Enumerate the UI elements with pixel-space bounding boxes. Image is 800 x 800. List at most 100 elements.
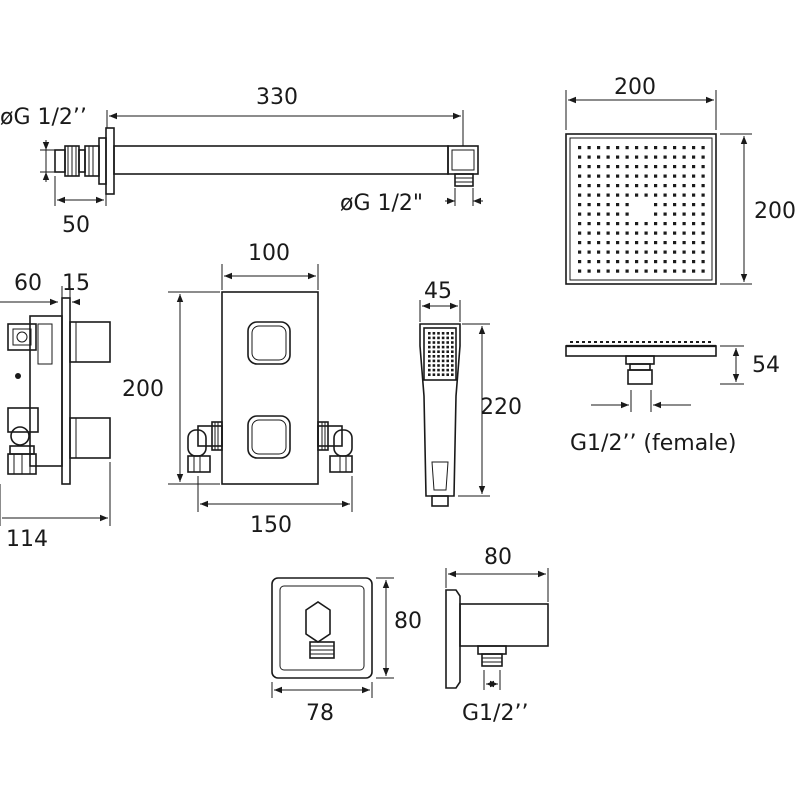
nozzle-dot: [606, 269, 610, 273]
nozzle-dot: [616, 193, 620, 197]
nozzle-dot: [597, 184, 601, 188]
nozzle-dot: [578, 165, 582, 169]
nozzle-dot: [673, 203, 677, 207]
nozzle-dot: [587, 222, 591, 226]
handset-nozzle-dot: [432, 336, 436, 340]
nozzle-dot: [673, 146, 677, 150]
nozzle-dot: [578, 241, 582, 245]
nozzle-dot: [635, 165, 639, 169]
valve-side-view: [0, 286, 111, 526]
handset-nozzle-dot: [428, 364, 431, 367]
nozzle-dot: [663, 155, 667, 159]
nozzle-dot: [682, 193, 686, 197]
nozzle-dot: [682, 212, 686, 216]
nozzle-dot: [578, 155, 582, 159]
shower-arm: [40, 110, 483, 206]
nozzle-dot: [654, 146, 658, 150]
arm-flange-depth-label: 50: [62, 213, 90, 238]
nozzle-dot: [692, 231, 696, 235]
nozzle-dot: [654, 231, 658, 235]
nozzle-dot: [597, 260, 601, 264]
nozzle-dot: [701, 155, 705, 159]
handset-nozzle-dot: [441, 359, 445, 363]
nozzle-dot: [587, 174, 591, 178]
nozzle-dot: [682, 146, 686, 150]
nozzle-dot: [606, 241, 610, 245]
nozzle-dot: [644, 146, 648, 150]
handset-nozzle-dot: [441, 364, 445, 367]
nozzle-dot: [625, 184, 629, 188]
nozzle-dot: [625, 146, 629, 150]
nozzle-dot: [654, 165, 658, 169]
nozzle-dot: [644, 165, 648, 169]
handset-nozzle-dot: [437, 359, 440, 363]
nozzle-dot: [692, 212, 696, 216]
nozzle-dot: [597, 212, 601, 216]
nozzle-dot: [682, 165, 686, 169]
nozzle-dot: [644, 222, 648, 226]
handset-nozzle-dot: [437, 368, 440, 372]
shower-head-side: [565, 341, 744, 412]
nozzle-dot: [692, 222, 696, 226]
nozzle-dot: [673, 212, 677, 216]
nozzle-dot: [701, 241, 705, 245]
handset-nozzle-dot: [451, 359, 454, 363]
nozzle-dot: [587, 155, 591, 159]
handset-nozzle-dot: [441, 332, 445, 335]
handset-nozzle-dot: [441, 368, 445, 372]
nozzle-dot: [606, 203, 610, 207]
nozzle-dot: [644, 241, 648, 245]
nozzle-dot: [654, 155, 658, 159]
nozzle-dot: [578, 193, 582, 197]
handset-nozzle-dot: [441, 345, 445, 349]
nozzle-dot: [625, 260, 629, 264]
nozzle-dot: [625, 250, 629, 254]
handset-nozzle-dot: [428, 373, 431, 376]
nozzle-dot: [625, 174, 629, 178]
handset: [419, 300, 490, 507]
handset-nozzle-dot: [446, 341, 449, 344]
handset-nozzle-dot: [441, 355, 445, 358]
nozzle-dot: [654, 212, 658, 216]
nozzle-dot: [625, 212, 629, 216]
nozzle-dot: [587, 260, 591, 264]
nozzle-dot: [625, 155, 629, 159]
nozzle-dot: [625, 241, 629, 245]
nozzle-dot: [616, 155, 620, 159]
nozzle-dot: [701, 269, 705, 273]
nozzle-dot: [682, 231, 686, 235]
nozzle-dot: [692, 193, 696, 197]
nozzle-dot: [692, 203, 696, 207]
nozzle-dot: [663, 203, 667, 207]
handset-nozzle-dot: [437, 373, 440, 376]
nozzle-dot: [597, 269, 601, 273]
handset-nozzle-dot: [437, 332, 440, 335]
nozzle-dot: [682, 250, 686, 254]
handset-nozzle-dot: [441, 373, 445, 376]
nozzle-dot: [587, 231, 591, 235]
valve-width-label: 150: [250, 513, 292, 538]
handset-nozzle-dot: [428, 350, 431, 353]
handset-nozzle-dot: [428, 355, 431, 358]
nozzle-dot: [654, 250, 658, 254]
handset-nozzle-dot: [446, 355, 449, 358]
nozzle-dot: [663, 212, 667, 216]
nozzle-dot: [692, 174, 696, 178]
nozzle-dot: [635, 250, 639, 254]
outlet-plate-width-label: 78: [306, 701, 334, 726]
nozzle-dot: [682, 203, 686, 207]
nozzle-dot: [635, 155, 639, 159]
nozzle-dot: [692, 165, 696, 169]
nozzle-dot: [663, 165, 667, 169]
handset-nozzle-dot: [428, 345, 431, 349]
nozzle-dot: [597, 155, 601, 159]
nozzle-dot: [644, 174, 648, 178]
nozzle-dot: [682, 184, 686, 188]
nozzle-dot: [644, 250, 648, 254]
shower-head-nozzles: [578, 146, 705, 273]
nozzle-dot: [673, 155, 677, 159]
nozzle-dot: [606, 260, 610, 264]
handset-nozzle-dot: [446, 373, 449, 376]
nozzle-dot: [578, 146, 582, 150]
